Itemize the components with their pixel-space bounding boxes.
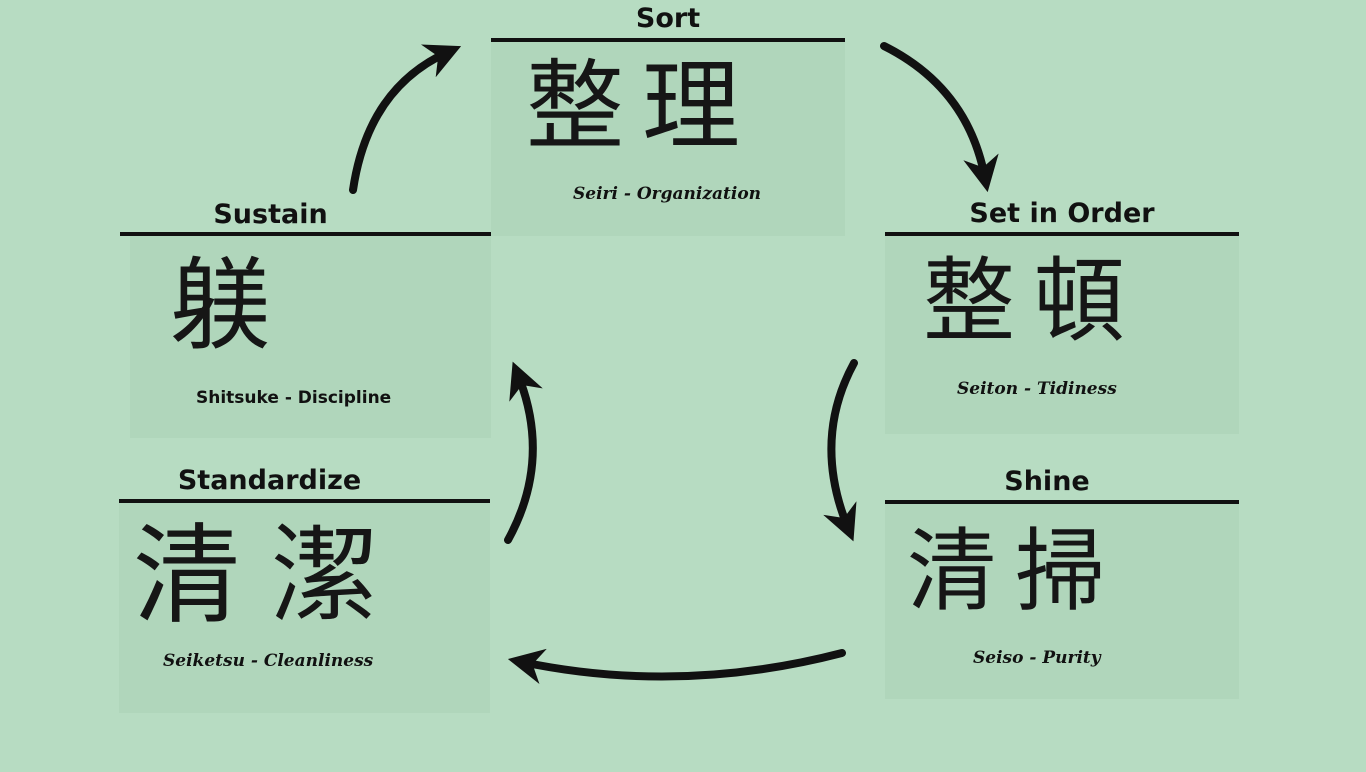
- step-title: Sort: [635, 3, 701, 34]
- step-title: Sustain: [213, 199, 328, 230]
- step-caption: Seiketsu - Cleanliness: [163, 651, 374, 671]
- kanji: 清掃: [907, 519, 1123, 624]
- divider: [491, 38, 845, 42]
- step-caption: Seiton - Tidiness: [957, 379, 1117, 399]
- arrow-shine-to-standardize: [507, 648, 846, 685]
- arrow-sort-to-set-in-order: [880, 42, 999, 193]
- step-caption: Seiso - Purity: [973, 648, 1101, 668]
- divider: [119, 499, 490, 503]
- kanji: 清潔: [133, 514, 410, 639]
- step-panel: [119, 503, 490, 713]
- step-caption: Shitsuke - Discipline: [196, 388, 392, 408]
- step-panel: [491, 42, 845, 236]
- step-panel: [885, 236, 1239, 434]
- arrow-standardize-to-sustain: [504, 361, 543, 544]
- step-title: Set in Order: [969, 198, 1155, 229]
- step-caption: Seiri - Organization: [573, 184, 762, 204]
- arrow-set-in-order-to-shine: [823, 359, 858, 542]
- step-title: Standardize: [177, 465, 362, 496]
- divider: [120, 232, 491, 236]
- step-set-in-order: Set in Order 整頓 Seiton - Tidiness: [885, 198, 1239, 434]
- arrow-sustain-to-sort: [349, 44, 462, 194]
- step-title: Shine: [1004, 466, 1090, 497]
- step-standardize: Standardize 清潔 Seiketsu - Cleanliness: [119, 463, 490, 713]
- kanji: 躾: [170, 247, 288, 364]
- step-panel: [885, 504, 1239, 699]
- divider: [885, 232, 1239, 236]
- step-sustain: Sustain 躾 Shitsuke - Discipline: [120, 198, 491, 438]
- kanji: 整頓: [923, 248, 1144, 355]
- step-shine: Shine 清掃 Seiso - Purity: [885, 465, 1239, 699]
- kanji: 整理: [526, 50, 759, 164]
- step-panel: [130, 236, 491, 438]
- divider: [885, 500, 1239, 504]
- step-sort: Sort 整理 Seiri - Organization: [491, 0, 845, 236]
